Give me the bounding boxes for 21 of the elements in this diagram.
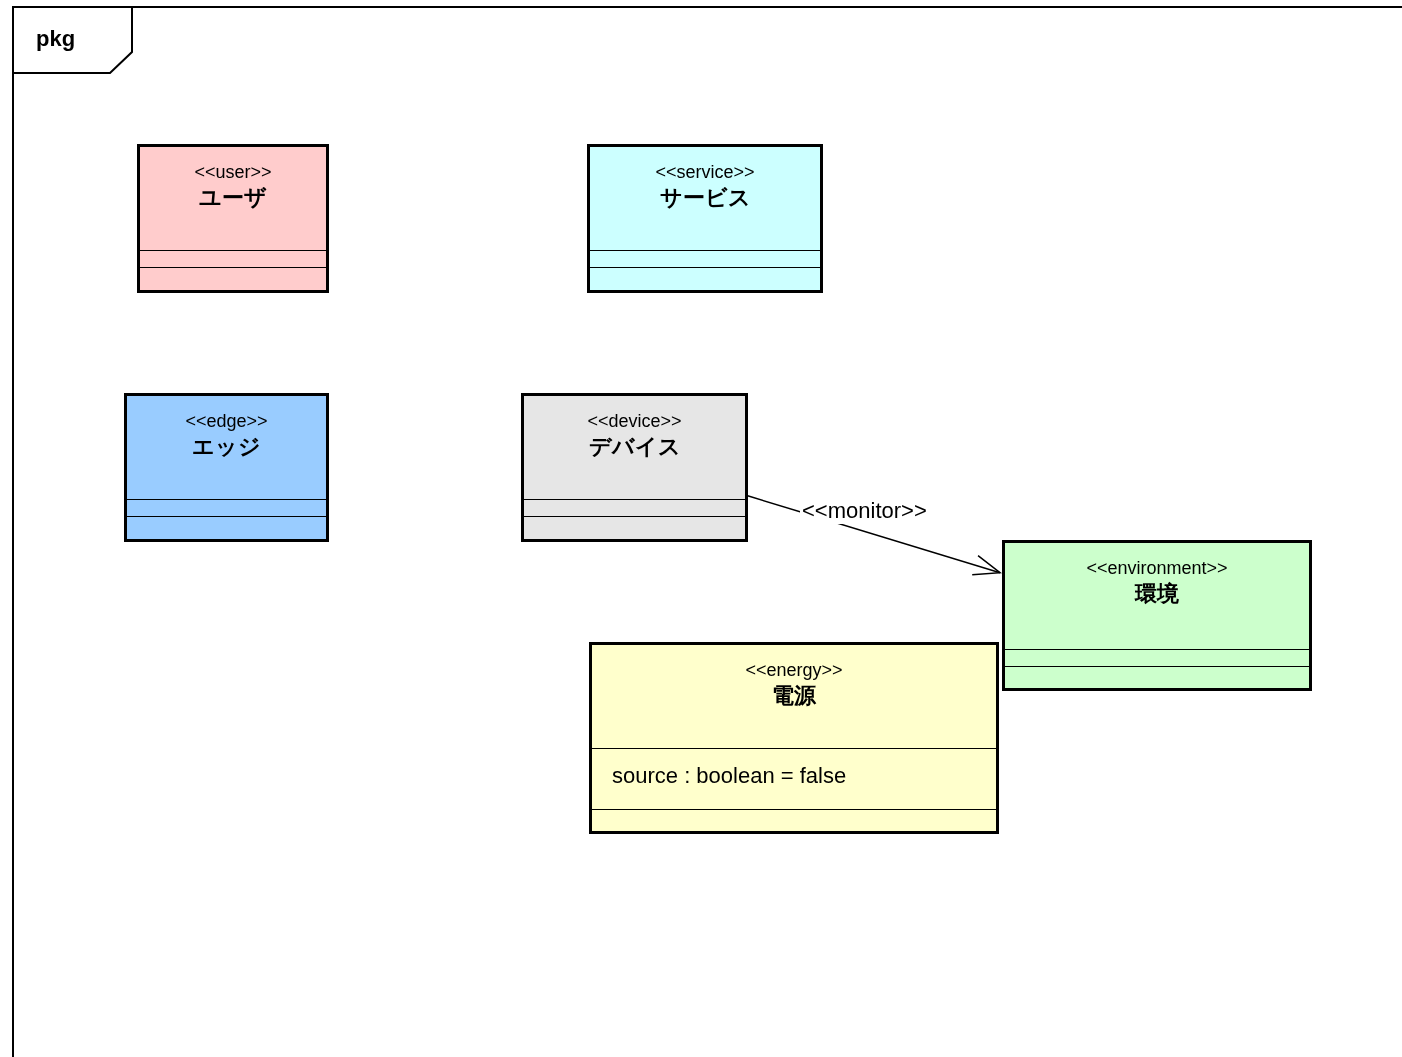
class-box xyxy=(587,144,823,293)
class-box xyxy=(589,642,999,834)
class-name: 環境 xyxy=(1135,580,1179,608)
package-name: pkg xyxy=(36,26,76,52)
class-box xyxy=(124,393,329,542)
class-name: ユーザ xyxy=(199,184,267,212)
package-frame xyxy=(12,6,1402,1057)
class-name: エッジ xyxy=(192,433,261,461)
class-name: サービス xyxy=(659,184,751,212)
class-box xyxy=(1002,540,1312,691)
class-box xyxy=(521,393,748,542)
stereotype-label: <<environment>> xyxy=(1086,557,1228,579)
class-name: デバイス xyxy=(588,433,681,461)
attribute-text: source : boolean = false xyxy=(612,763,847,789)
stereotype-label: <<energy>> xyxy=(745,659,843,681)
class-name: 電源 xyxy=(772,682,816,710)
stereotype-label: <<device>> xyxy=(587,410,682,432)
class-box xyxy=(137,144,329,293)
stereotype-label: <<user>> xyxy=(194,161,272,183)
stereotype-label: <<edge>> xyxy=(185,410,268,432)
stereotype-label: <<service>> xyxy=(655,161,755,183)
